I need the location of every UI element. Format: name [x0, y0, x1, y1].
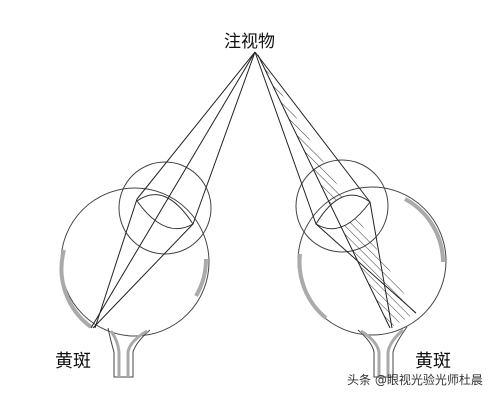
left-line-2	[192, 51, 256, 225]
left-eyeball	[60, 187, 210, 337]
right-lens	[315, 194, 371, 230]
right-cornea	[295, 159, 389, 253]
left-macula-label: 黄斑	[55, 351, 91, 372]
left-line-3	[136, 51, 256, 200]
right-retina-back	[297, 253, 328, 320]
watermark: 头条 @眼视光验光师杜晨	[347, 373, 483, 387]
right-line-5	[369, 201, 393, 329]
right-eye	[258, 55, 447, 378]
sight-lines	[90, 51, 417, 329]
right-retina	[404, 197, 445, 263]
fixation-object-label: 注视物	[224, 32, 275, 52]
left-line-5	[92, 223, 194, 329]
right-optic-nerve	[357, 326, 408, 378]
right-hatched-region	[258, 55, 416, 328]
left-optic-nerve	[107, 327, 151, 378]
left-eye	[59, 161, 212, 378]
right-line-1	[254, 51, 317, 225]
left-retina-front	[194, 258, 209, 298]
right-line-2	[254, 51, 371, 203]
left-line-4	[94, 198, 138, 329]
right-line-4	[315, 223, 417, 314]
left-lens	[136, 194, 194, 230]
left-line-1	[90, 51, 256, 329]
right-line-3	[257, 54, 391, 329]
left-cornea	[118, 161, 212, 255]
left-retina	[59, 249, 93, 329]
right-macula-label: 黄斑	[415, 351, 451, 372]
